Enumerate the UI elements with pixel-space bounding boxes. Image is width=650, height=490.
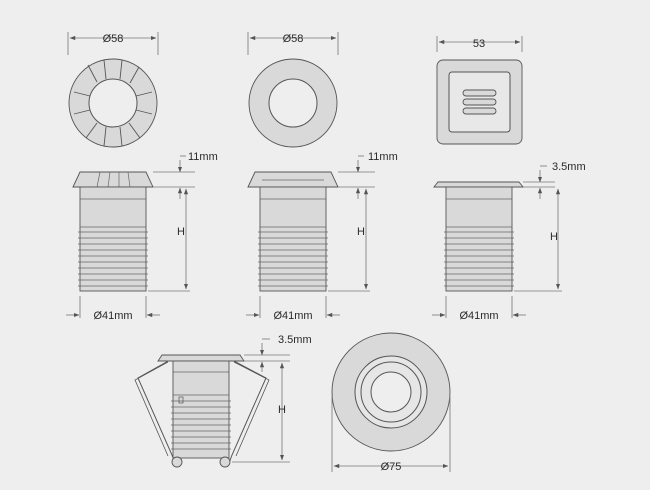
plan-view-square-louvre	[436, 36, 523, 145]
dim-label-h-c: H	[550, 231, 558, 243]
dim-label-11mm-a: 11mm	[188, 151, 218, 163]
side-view-1	[66, 155, 195, 318]
dim-label-h-a: H	[177, 226, 185, 238]
dim-label-d41-a: Ø41mm	[93, 310, 132, 322]
dim-label-53: 53	[473, 38, 485, 50]
dim-label-3-5mm-b: 3.5mm	[278, 334, 312, 346]
dim-label-dia58-b: Ø58	[283, 33, 304, 45]
dim-label-3-5mm-a: 3.5mm	[552, 161, 586, 173]
side-view-3	[432, 165, 562, 318]
dim-label-h-b: H	[357, 226, 365, 238]
dim-label-d41-b: Ø41mm	[273, 310, 312, 322]
dim-label-d41-c: Ø41mm	[459, 310, 498, 322]
side-view-spring-clip	[134, 338, 290, 468]
side-view-2	[246, 155, 375, 318]
dim-label-h-d: H	[278, 404, 286, 416]
dim-label-dia58-a: Ø58	[103, 33, 124, 45]
plan-view-round-plain	[247, 32, 339, 148]
plan-view-round-recessed	[331, 332, 451, 472]
dim-label-d75: Ø75	[381, 461, 402, 473]
dim-label-11mm-b: 11mm	[368, 151, 398, 163]
plan-view-round-slotted	[67, 32, 159, 148]
